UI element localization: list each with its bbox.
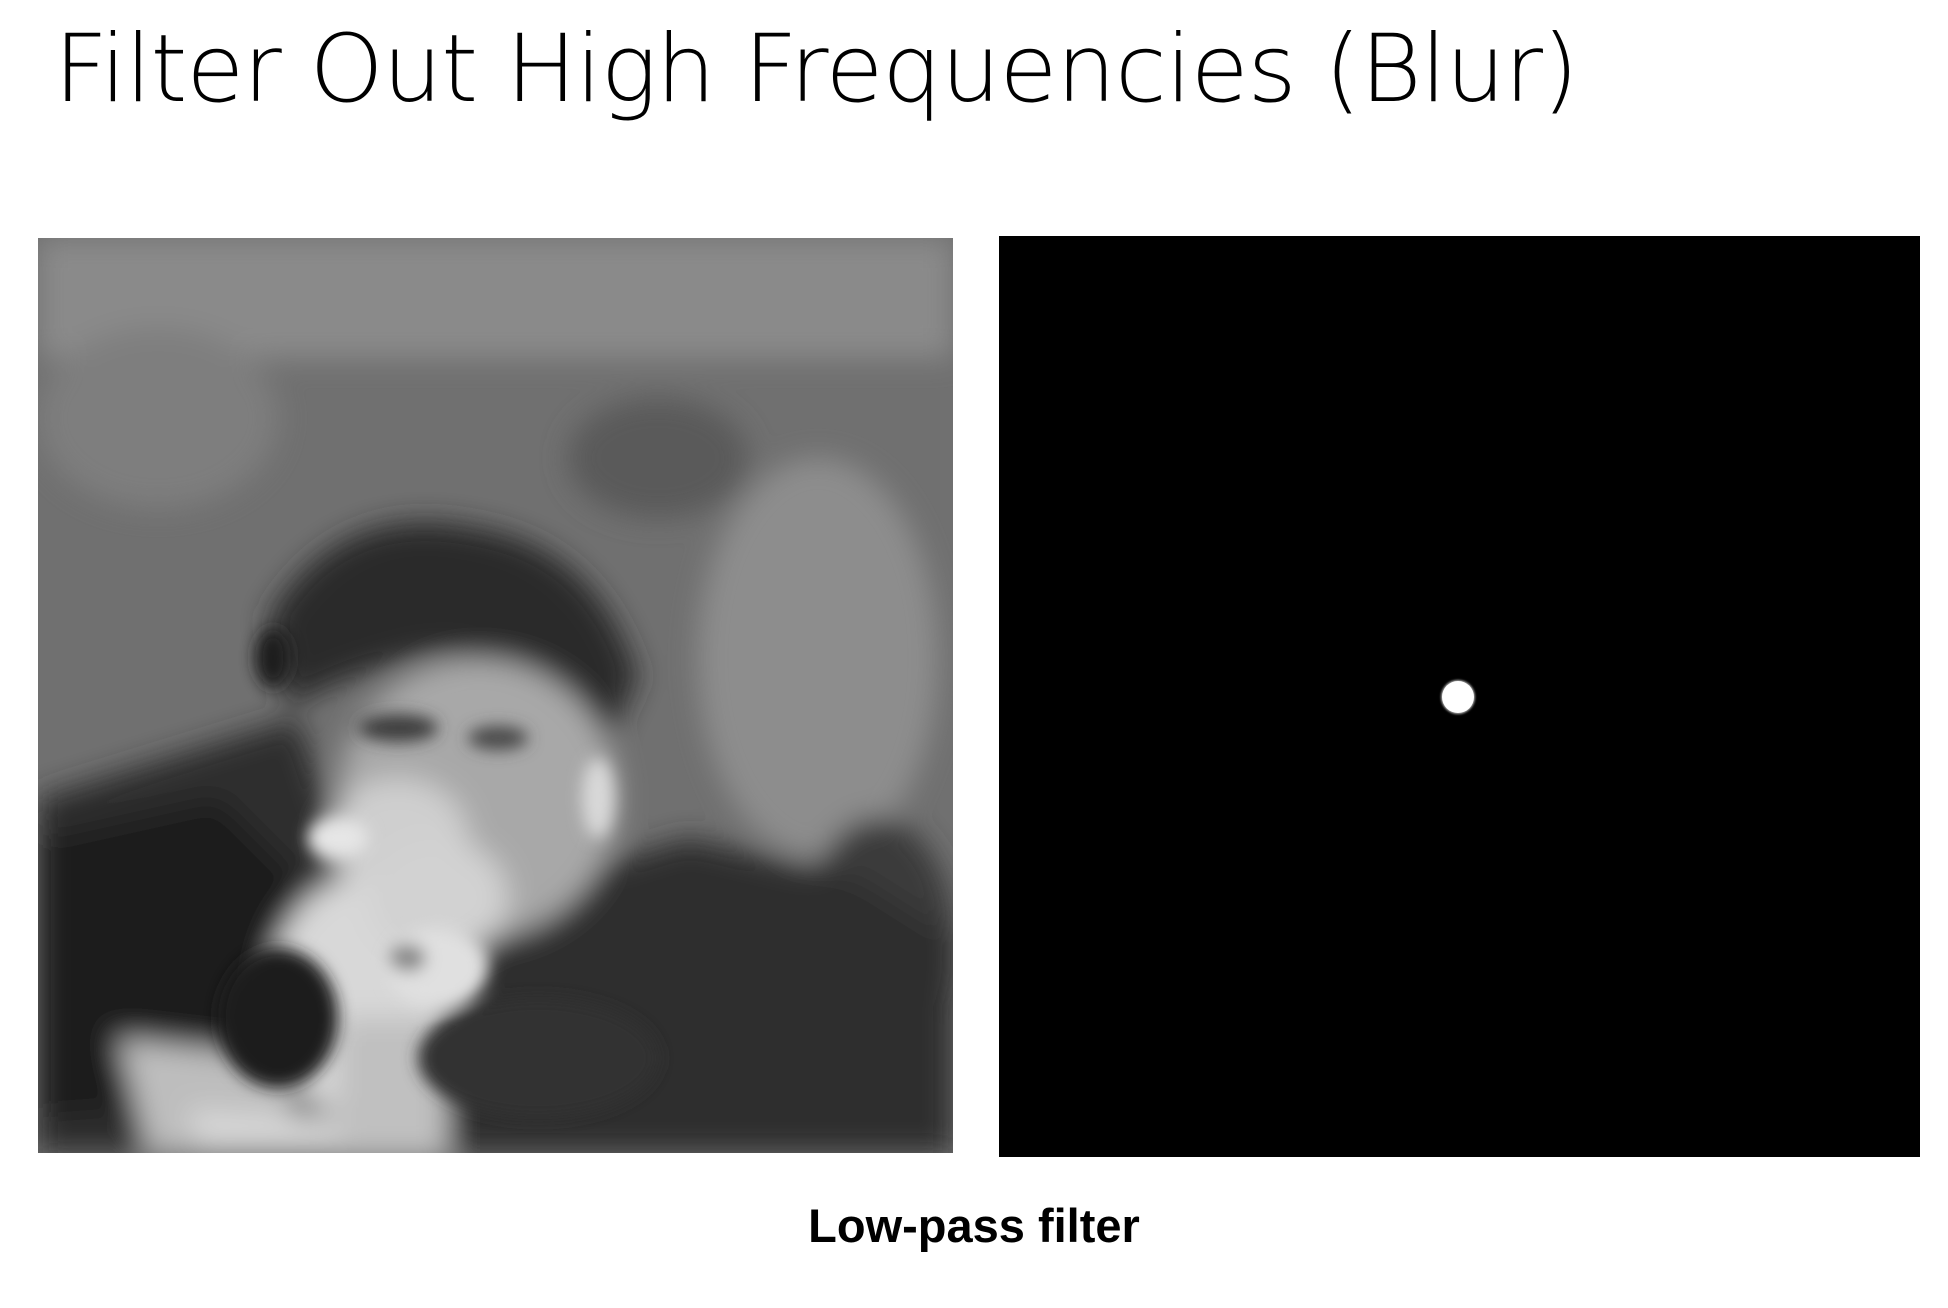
blurred-photo [38, 238, 953, 1153]
low-pass-filter-mask [999, 236, 1920, 1157]
slide-title: Filter Out High Frequencies (Blur) [54, 15, 1579, 124]
passband-dot [1442, 681, 1474, 713]
caption: Low-pass filter [808, 1199, 1140, 1252]
